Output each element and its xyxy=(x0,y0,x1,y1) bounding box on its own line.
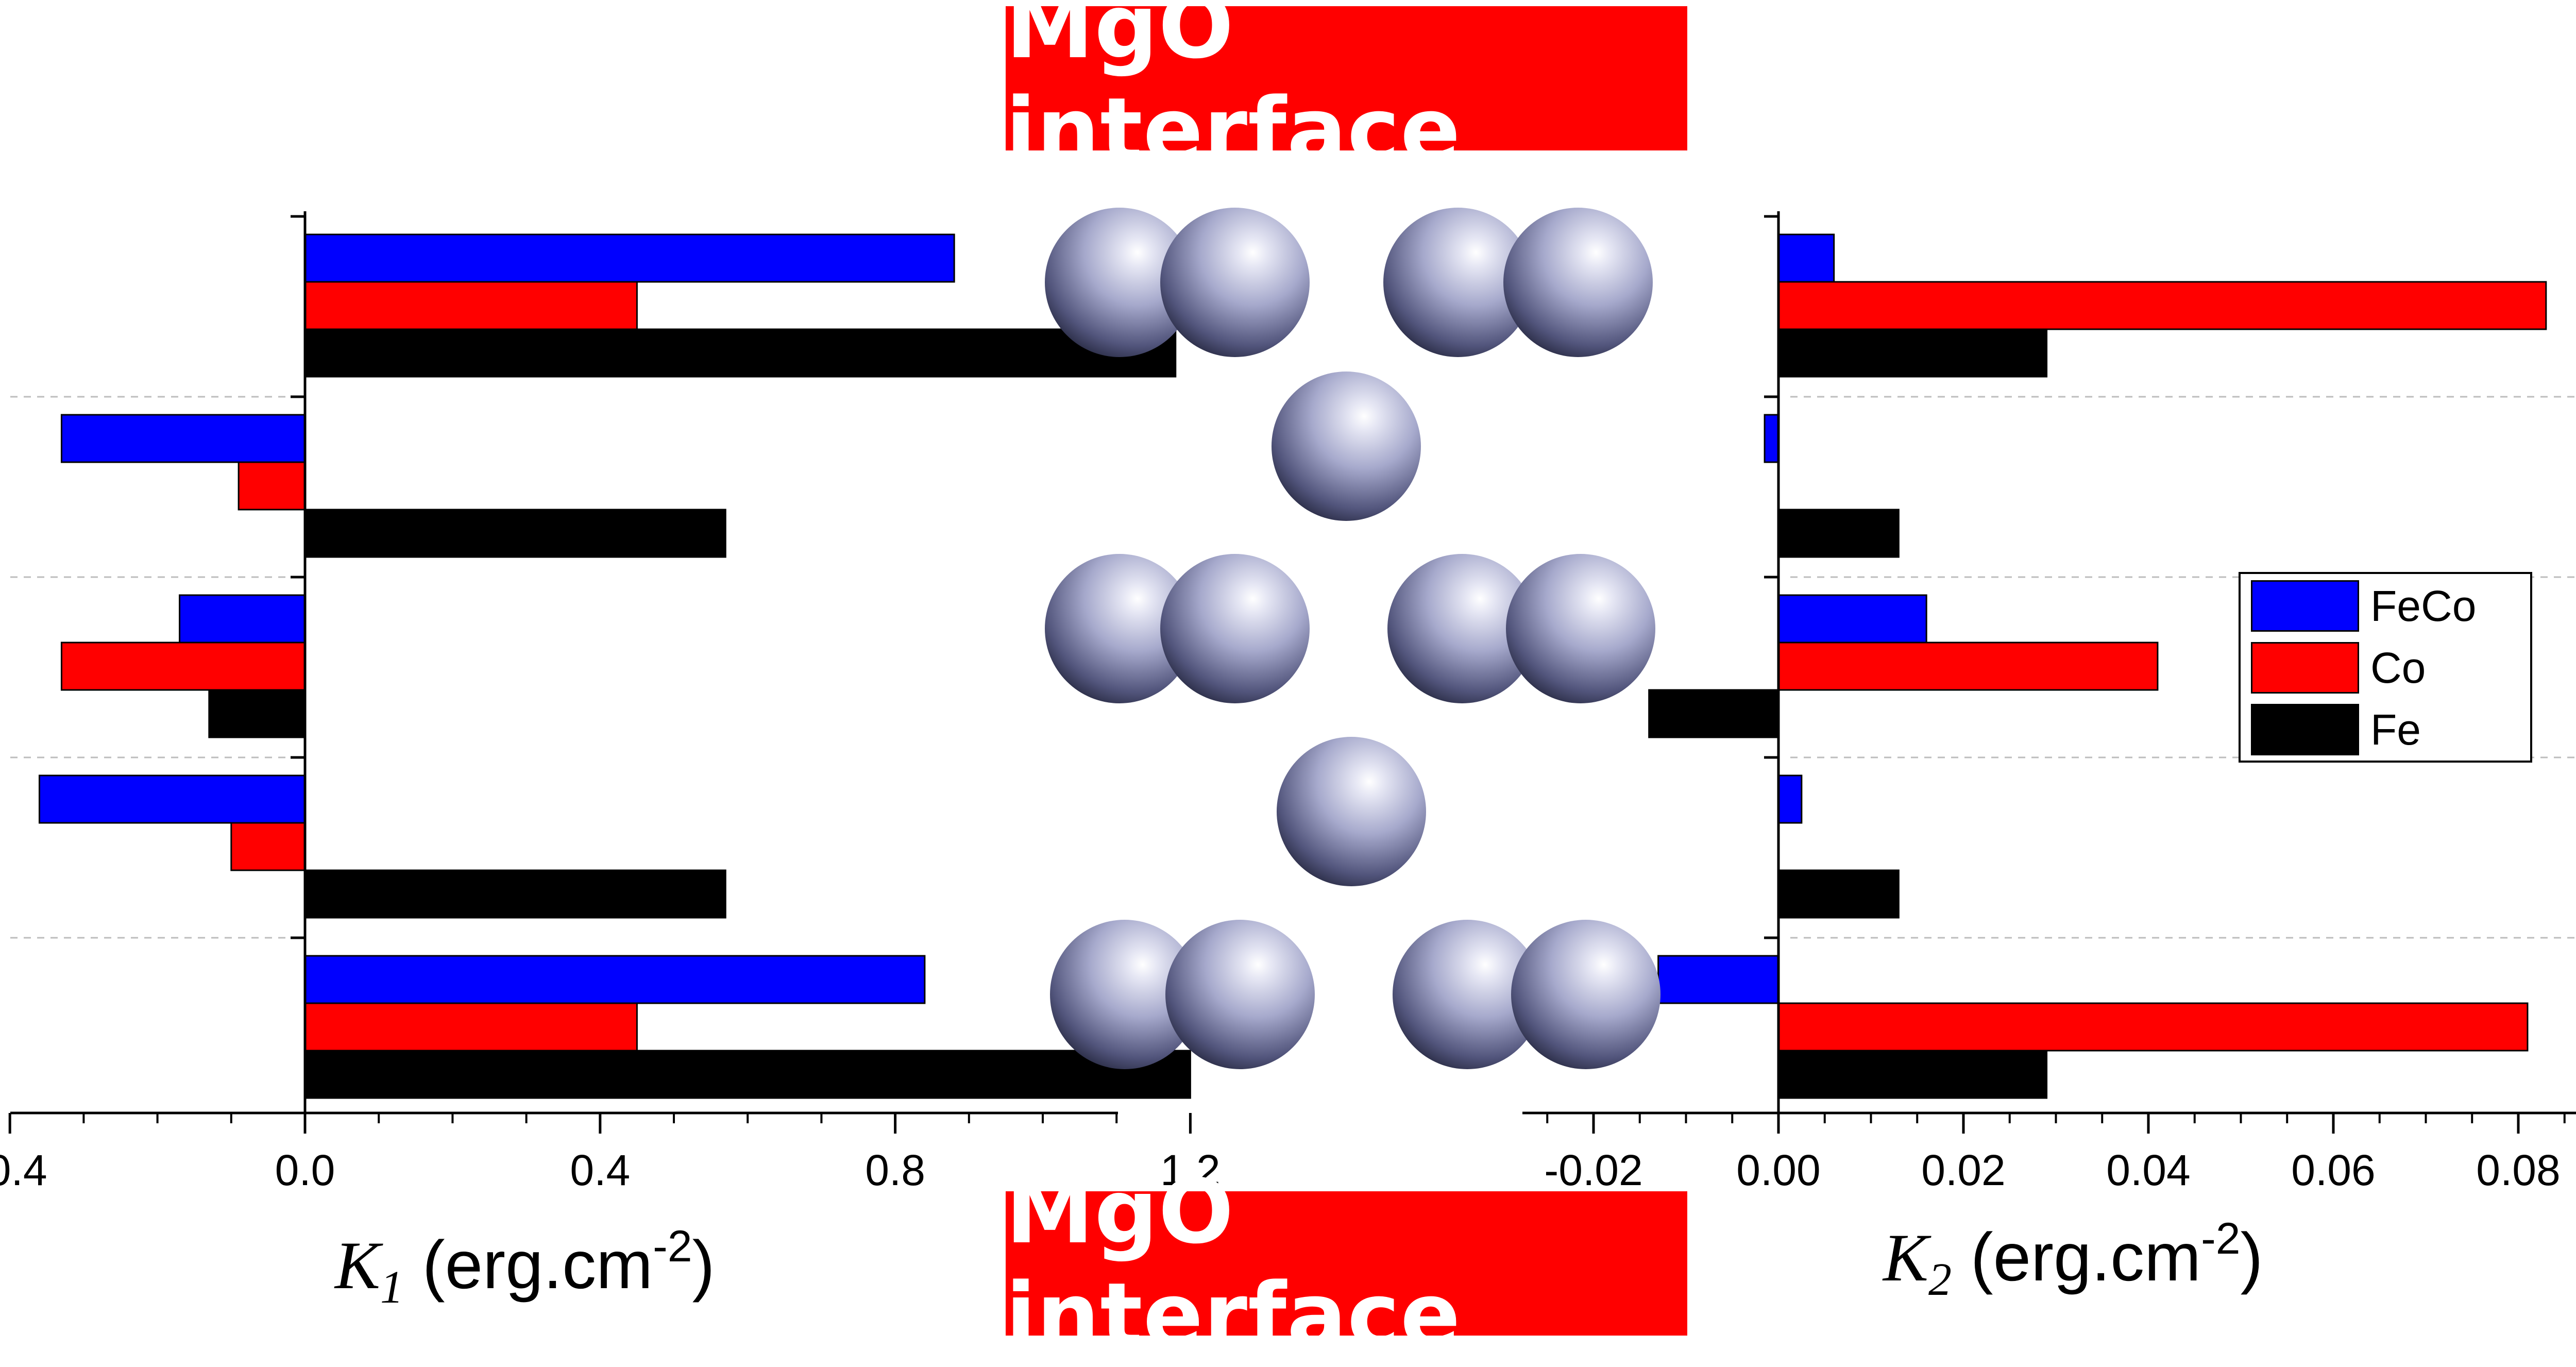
atom-sphere xyxy=(1050,920,1199,1069)
k1-bar-feco-layer-3 xyxy=(179,594,306,644)
k1-axis-title: K1 (erg.cm-2) xyxy=(335,1221,715,1314)
k2-tick-label: 0.06 xyxy=(2291,1146,2376,1194)
atom-sphere xyxy=(1045,554,1194,703)
atom-sphere xyxy=(1503,208,1653,357)
k1-tick-label: -0.4 xyxy=(0,1146,47,1194)
k1-axes: -0.4 0.0 0.4 0.8 1.2 xyxy=(0,211,1221,1194)
k1-tick-label: 0.8 xyxy=(865,1146,925,1194)
k1-bar-co-layer-2 xyxy=(238,461,306,511)
k2-unit-exponent: -2 xyxy=(2201,1214,2241,1263)
k2-bar-co-layer-1 xyxy=(1777,281,2547,330)
k2-bar-feco-layer-2 xyxy=(1764,414,1780,463)
k1-unit-close: ) xyxy=(692,1227,715,1303)
k2-tick-label: -0.02 xyxy=(1544,1146,1642,1194)
legend-item-fe: Fe xyxy=(2251,704,2421,755)
legend-label-feco: FeCo xyxy=(2370,581,2477,630)
legend-item-co: Co xyxy=(2251,642,2426,694)
k1-bar-fe-layer-4 xyxy=(304,869,726,919)
k1-layer-separators xyxy=(10,396,294,939)
k1-bar-co-layer-5 xyxy=(304,1002,638,1052)
k1-bar-feco-layer-4 xyxy=(38,774,306,824)
figure-canvas: -0.4 0.0 0.4 0.8 1.2 -0.02 0.00 0.02 0.04 0.06 0.… xyxy=(0,208,2576,1194)
k1-subscript: 1 xyxy=(380,1262,404,1313)
k1-bar-group xyxy=(38,233,1191,1099)
k2-bar-fe-layer-3 xyxy=(1648,689,1780,738)
k1-tick-label: 0.0 xyxy=(275,1146,335,1194)
k2-subscript: 2 xyxy=(1928,1254,1952,1305)
k2-axes: -0.02 0.00 0.02 0.04 0.06 0.08 xyxy=(1522,211,2576,1194)
k2-bar-co-layer-5 xyxy=(1777,1002,2529,1052)
k2-tick-label: 0.04 xyxy=(2106,1146,2191,1194)
legend-swatch-co xyxy=(2251,642,2359,694)
k1-bar-fe-layer-5 xyxy=(304,1050,1191,1099)
legend: FeCo Co Fe xyxy=(2239,572,2532,763)
k1-tick-label: 1.2 xyxy=(1160,1146,1221,1194)
k1-bar-co-layer-4 xyxy=(230,822,306,871)
k2-symbol: K xyxy=(1883,1220,1929,1295)
k2-tick-label: 0.08 xyxy=(2476,1146,2561,1194)
atom-sphere xyxy=(1272,372,1421,521)
atom-sphere xyxy=(1393,920,1542,1069)
atom-lattice-illustration xyxy=(1045,208,1660,1069)
legend-item-feco: FeCo xyxy=(2251,580,2476,632)
k2-axis-title: K2 (erg.cm-2) xyxy=(1883,1213,2263,1306)
k1-bar-co-layer-1 xyxy=(304,281,638,330)
k2-tick-label: 0.02 xyxy=(1921,1146,2006,1194)
top-interface-banner: MgO interface xyxy=(1006,0,1687,182)
k1-bar-fe-layer-3 xyxy=(208,689,306,738)
k2-tick-label: 0.00 xyxy=(1736,1146,1821,1194)
k2-bar-fe-layer-4 xyxy=(1777,869,1900,919)
k1-bar-feco-layer-2 xyxy=(60,414,306,463)
legend-swatch-feco xyxy=(2251,580,2359,632)
atom-sphere xyxy=(1506,554,1655,703)
k2-bar-feco-layer-3 xyxy=(1777,594,1927,644)
k1-unit-exponent: -2 xyxy=(653,1222,692,1271)
atom-sphere xyxy=(1511,920,1660,1069)
atom-sphere xyxy=(1165,920,1315,1069)
k1-bar-feco-layer-5 xyxy=(304,955,926,1004)
bottom-interface-banner: MgO interface xyxy=(1006,1160,1687,1367)
atom-sphere xyxy=(1383,208,1533,357)
atom-sphere xyxy=(1160,554,1310,703)
k2-layer-separators xyxy=(1790,396,2576,939)
k1-bar-co-layer-3 xyxy=(60,642,306,691)
k2-bar-fe-layer-5 xyxy=(1777,1050,2048,1099)
k1-bar-feco-layer-1 xyxy=(304,233,955,283)
legend-swatch-fe xyxy=(2251,704,2359,755)
k2-bar-feco-layer-5 xyxy=(1657,955,1780,1004)
atom-sphere xyxy=(1277,737,1426,886)
atom-sphere xyxy=(1160,208,1310,357)
k2-bar-feco-layer-1 xyxy=(1777,233,1835,283)
k2-bar-group xyxy=(1648,233,2547,1099)
k2-bar-feco-layer-4 xyxy=(1777,774,1803,824)
k2-bar-co-layer-3 xyxy=(1777,642,2159,691)
atom-sphere xyxy=(1387,554,1537,703)
k1-unit: (erg.cm xyxy=(403,1227,653,1303)
k1-symbol: K xyxy=(335,1227,381,1303)
k2-bar-fe-layer-2 xyxy=(1777,509,1900,558)
k2-bar-fe-layer-1 xyxy=(1777,328,2048,378)
k2-unit: (erg.cm xyxy=(1952,1219,2201,1295)
atom-sphere xyxy=(1045,208,1194,357)
k1-bar-fe-layer-2 xyxy=(304,509,726,558)
k1-tick-label: 0.4 xyxy=(570,1146,630,1194)
k2-unit-close: ) xyxy=(2240,1219,2263,1295)
legend-label-co: Co xyxy=(2370,643,2426,692)
k1-bar-fe-layer-1 xyxy=(304,328,1177,378)
legend-label-fe: Fe xyxy=(2370,705,2421,754)
